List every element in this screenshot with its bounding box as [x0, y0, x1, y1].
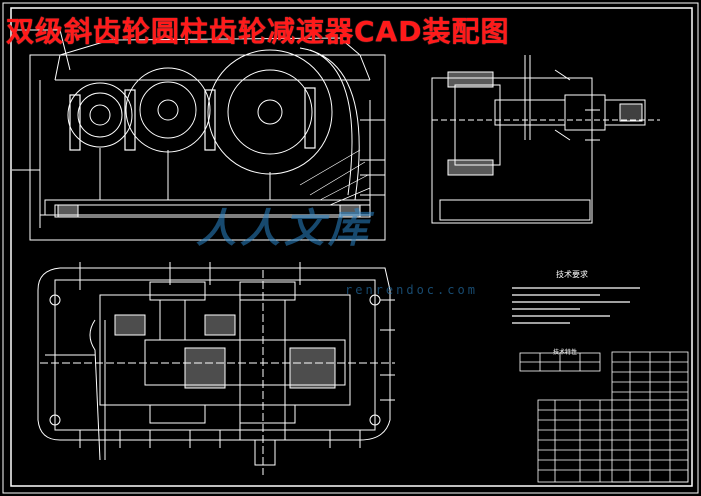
watermark-text: 人人文库: [196, 205, 372, 252]
watermark-url: renrendoc.com: [345, 283, 478, 297]
inner-border: [10, 7, 693, 487]
tech-requirements-title: 技术要求: [556, 270, 588, 279]
spec-table: [519, 352, 601, 372]
side-view: [431, 55, 660, 224]
tech-requirements-block: [512, 287, 640, 324]
parts-list-table: [537, 351, 689, 483]
spec-table-title: 技术特性: [553, 349, 578, 356]
top-view: [37, 262, 395, 475]
drawing-title: 双级斜齿轮圆柱齿轮减速器CAD装配图: [6, 15, 510, 48]
front-view: [12, 29, 386, 241]
